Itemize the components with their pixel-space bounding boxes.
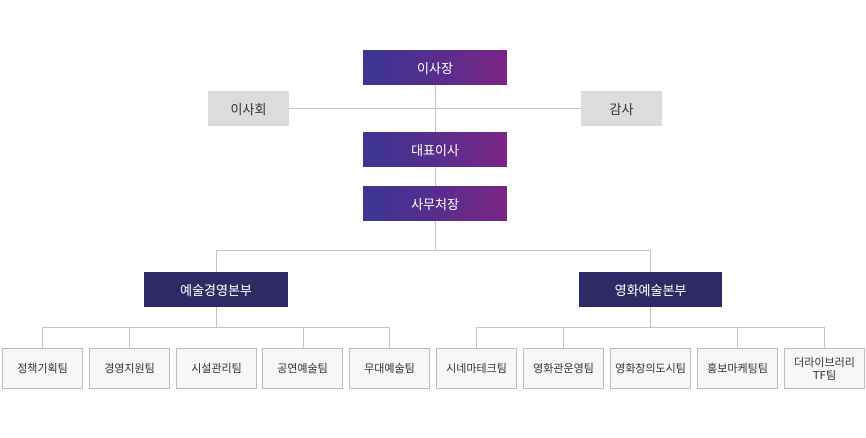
team-box: 시설관리팀 [176, 348, 257, 389]
auditor-box: 감사 [581, 91, 662, 126]
team-box: 홍보마케팅팀 [697, 348, 778, 389]
board-box: 이사회 [208, 91, 289, 126]
connector-line [42, 327, 390, 328]
connector-line [435, 167, 436, 186]
team-box: 공연예술팀 [262, 348, 343, 389]
connector-line [476, 327, 825, 328]
connector-line [737, 327, 738, 348]
team-box: 정책기획팀 [2, 348, 83, 389]
connector-line [303, 327, 304, 348]
team-box: 영화창의도시팀 [610, 348, 691, 389]
connector-line [824, 327, 825, 348]
connector-line [650, 307, 651, 327]
secretary-general-box: 사무처장 [363, 186, 507, 221]
connector-line [129, 327, 130, 348]
team-box: 더라이브러리 TF팀 [784, 348, 865, 389]
division-arts-management: 예술경영본부 [144, 272, 288, 307]
connector-line [42, 327, 43, 348]
connector-line [563, 327, 564, 348]
connector-line [476, 327, 477, 348]
chairman-box: 이사장 [363, 50, 507, 85]
connector-line [216, 307, 217, 327]
connector-line [389, 327, 390, 348]
division-film-arts: 영화예술본부 [579, 272, 722, 307]
connector-line [289, 108, 581, 109]
team-box: 영화관운영팀 [523, 348, 604, 389]
connector-line [216, 250, 651, 251]
connector-line [650, 250, 651, 272]
team-box: 경영지원팀 [89, 348, 170, 389]
team-box: 무대예술팀 [349, 348, 430, 389]
team-box: 시네마테크팀 [436, 348, 517, 389]
connector-line [216, 250, 217, 272]
connector-line [435, 221, 436, 250]
ceo-box: 대표이사 [363, 132, 507, 167]
